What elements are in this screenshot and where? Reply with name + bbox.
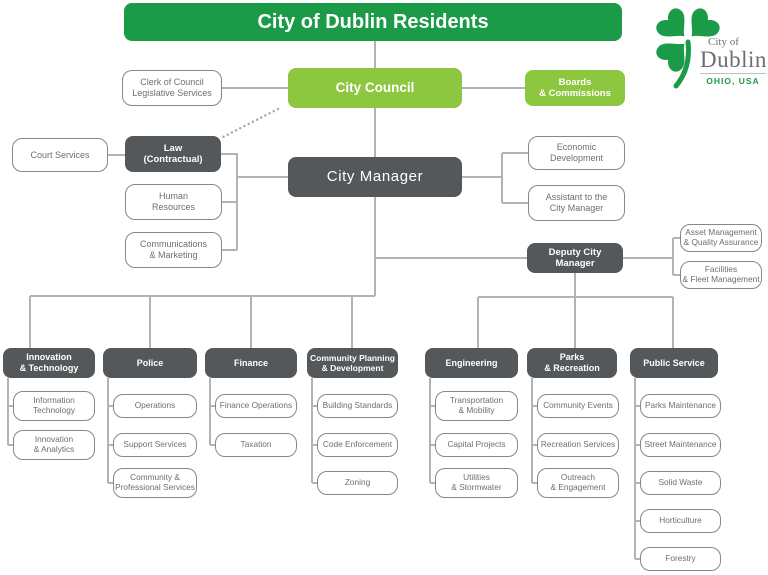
node-facilities-fleet: Facilities & Fleet Management	[680, 261, 762, 289]
dublin-logo: City of Dublin OHIO, USA	[650, 2, 766, 98]
shamrock-icon	[656, 8, 720, 89]
unit-transportation-mobility: Transportation & Mobility	[435, 391, 518, 421]
logo-rule	[700, 73, 766, 74]
page-title: City of Dublin Residents	[124, 3, 622, 41]
unit-information-technology: Information Technology	[13, 391, 95, 421]
unit-finance-operations: Finance Operations	[215, 394, 297, 418]
unit-community-events: Community Events	[537, 394, 619, 418]
unit-building-standards: Building Standards	[317, 394, 398, 418]
node-economic-development: Economic Development	[528, 136, 625, 170]
unit-zoning: Zoning	[317, 471, 398, 495]
node-law-contractual: Law (Contractual)	[125, 136, 221, 172]
unit-recreation-services: Recreation Services	[537, 433, 619, 457]
unit-operations: Operations	[113, 394, 197, 418]
unit-taxation: Taxation	[215, 433, 297, 457]
dept-engineering: Engineering	[425, 348, 518, 378]
unit-horticulture: Horticulture	[640, 509, 721, 533]
unit-utilities-stormwater: Utilities & Stormwater	[435, 468, 518, 498]
unit-forestry: Forestry	[640, 547, 721, 571]
node-boards-commissions: Boards & Commissions	[525, 70, 625, 106]
unit-outreach-engagement: Outreach & Engagement	[537, 468, 619, 498]
node-human-resources: Human Resources	[125, 184, 222, 220]
logo-city-of: City of	[708, 36, 739, 48]
unit-solid-waste: Solid Waste	[640, 471, 721, 495]
dept-community-planning: Community Planning & Development	[307, 348, 398, 378]
unit-capital-projects: Capital Projects	[435, 433, 518, 457]
unit-support-services: Support Services	[113, 433, 197, 457]
unit-code-enforcement: Code Enforcement	[317, 433, 398, 457]
node-deputy-city-manager: Deputy City Manager	[527, 243, 623, 273]
dept-police: Police	[103, 348, 197, 378]
logo-dublin: Dublin	[700, 47, 767, 72]
dept-innovation-technology: Innovation & Technology	[3, 348, 95, 378]
node-clerk-of-council: Clerk of Council Legislative Services	[122, 70, 222, 106]
node-communications-marketing: Communications & Marketing	[125, 232, 222, 268]
dept-finance: Finance	[205, 348, 297, 378]
unit-parks-maintenance: Parks Maintenance	[640, 394, 721, 418]
unit-community-professional-services: Community & Professional Services	[113, 468, 197, 498]
dept-public-service: Public Service	[630, 348, 718, 378]
node-city-manager: City Manager	[288, 157, 462, 197]
unit-innovation-analytics: Innovation & Analytics	[13, 430, 95, 460]
node-asset-management: Asset Management & Quality Assurance	[680, 224, 762, 252]
logo-region: OHIO, USA	[706, 76, 760, 86]
solid-connectors	[7, 41, 680, 560]
node-court-services: Court Services	[12, 138, 108, 172]
node-assistant-city-manager: Assistant to the City Manager	[528, 185, 625, 221]
dept-parks-recreation: Parks & Recreation	[527, 348, 617, 378]
dotted-connector	[221, 107, 280, 139]
node-city-council: City Council	[288, 68, 462, 108]
unit-street-maintenance: Street Maintenance	[640, 433, 721, 457]
